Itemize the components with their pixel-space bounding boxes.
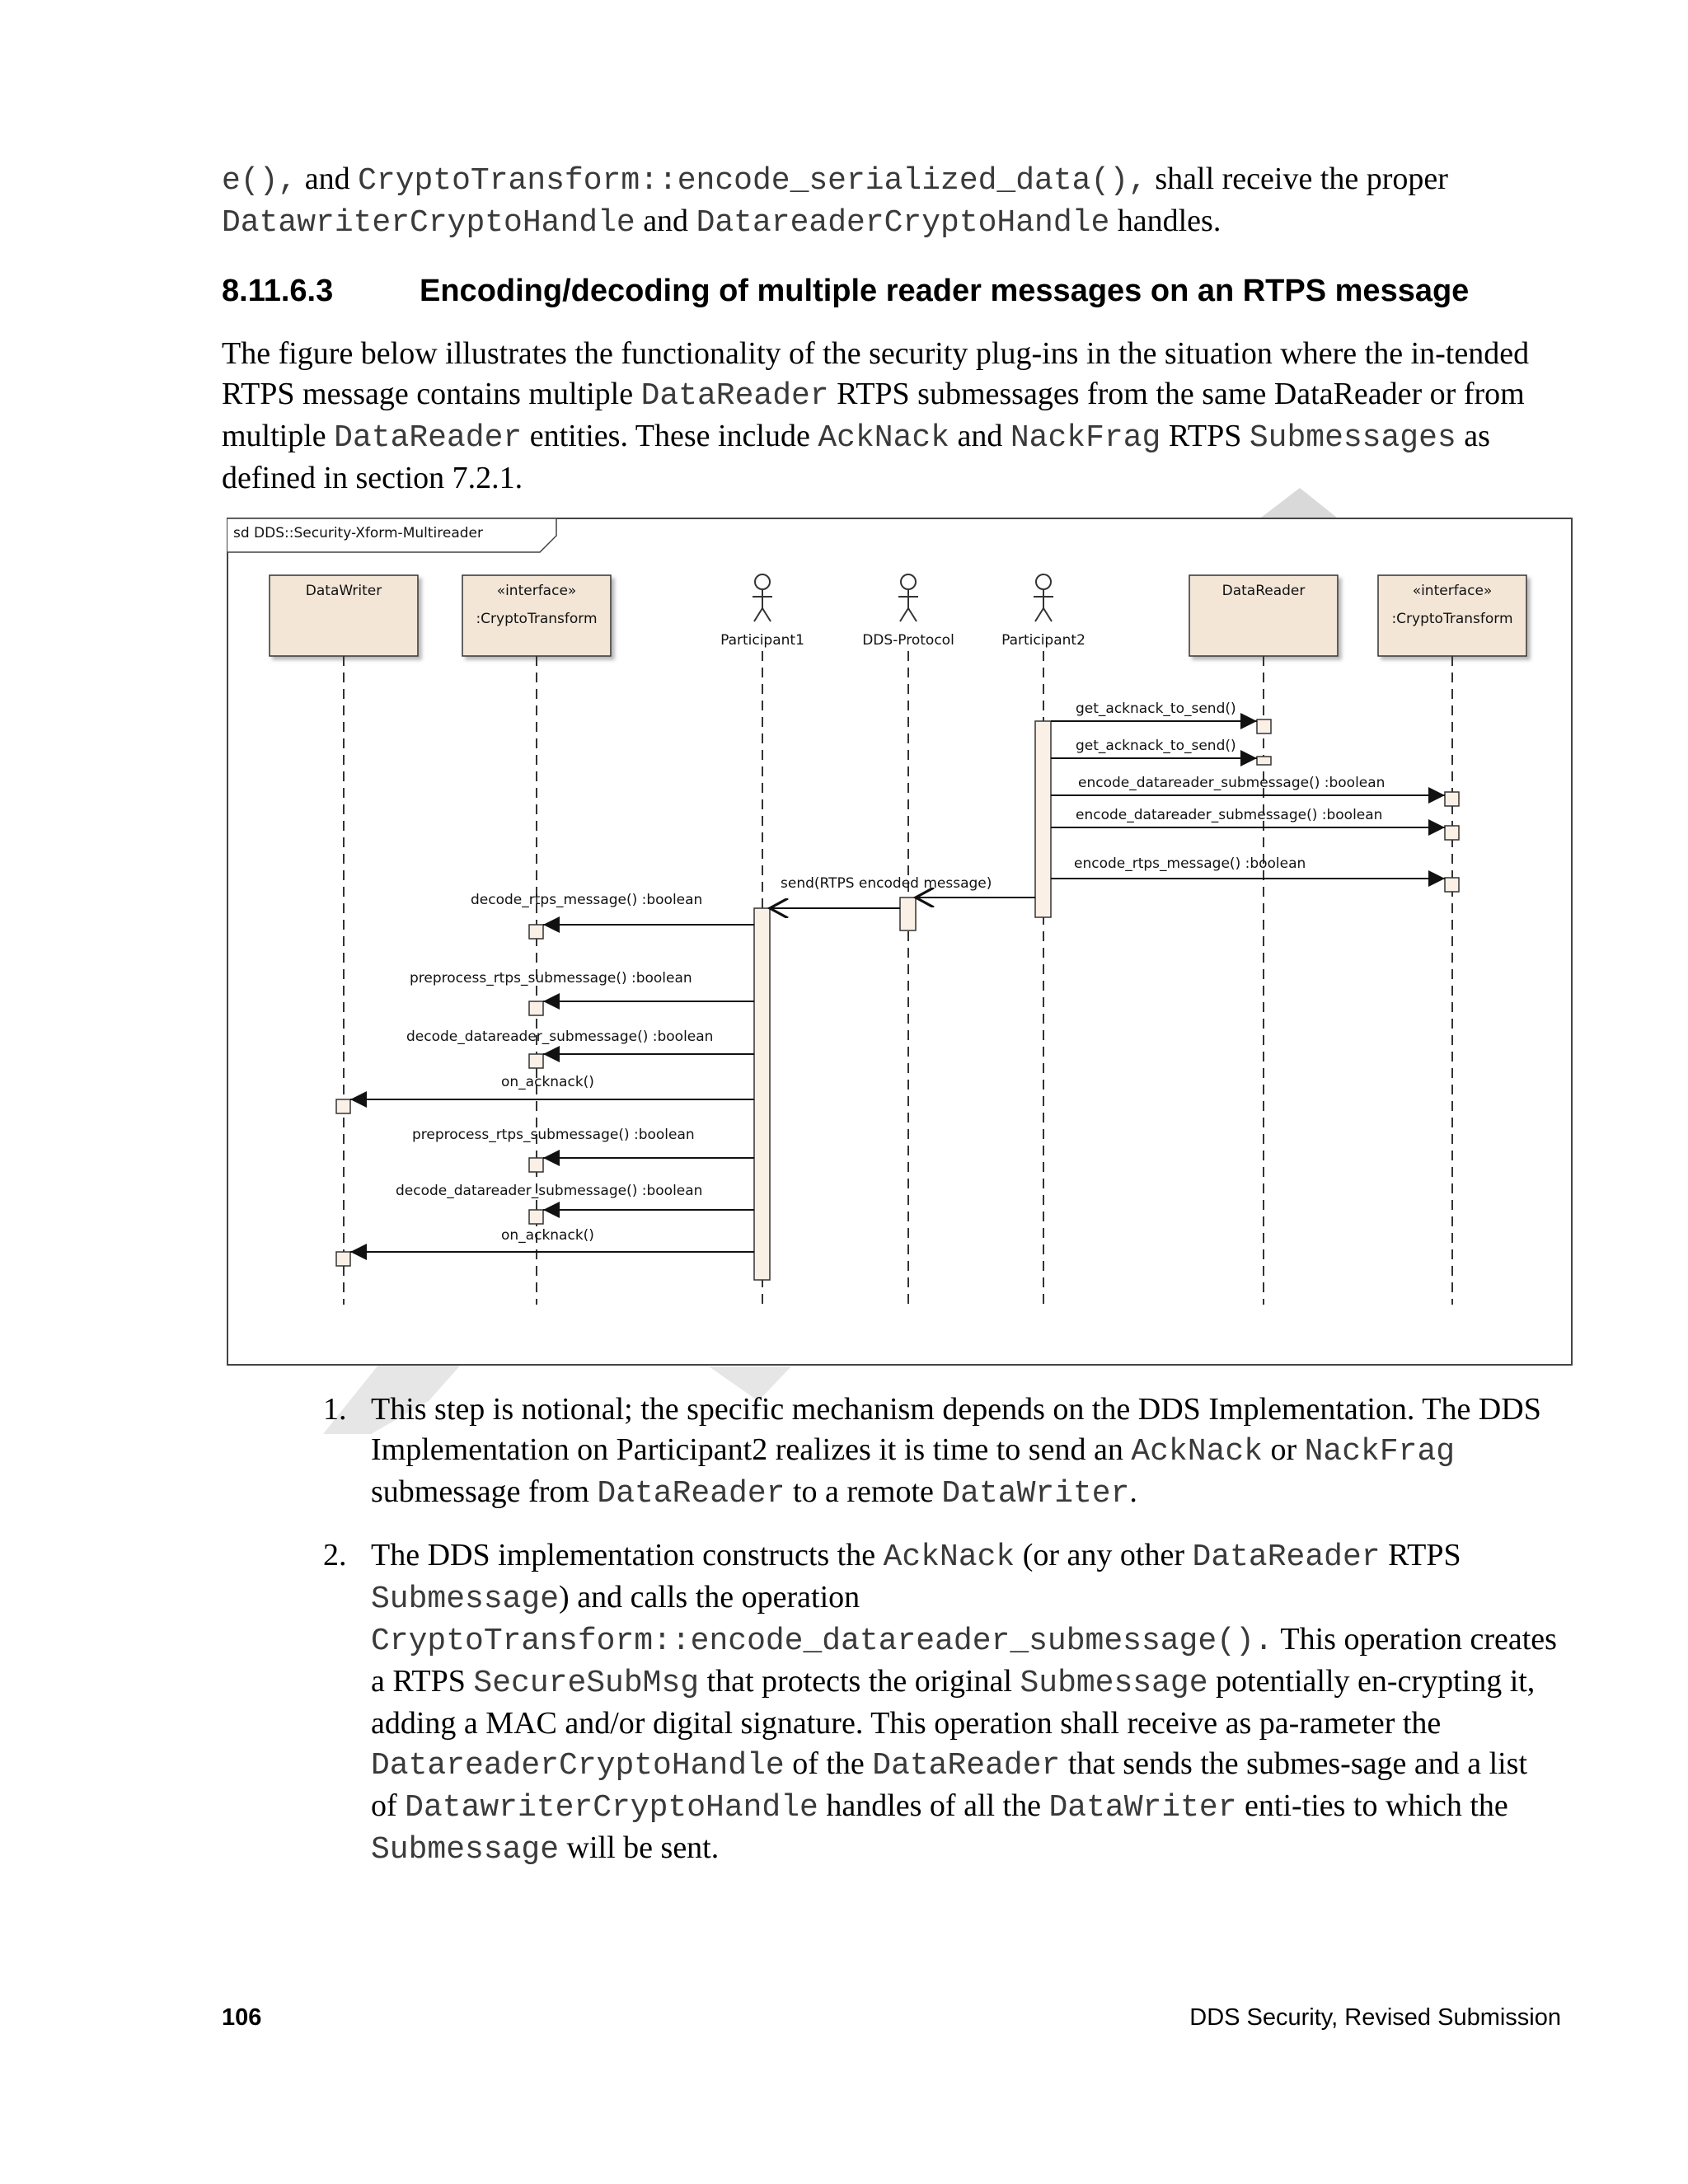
activation-participant1	[753, 907, 771, 1281]
message-preprocess-rtps-submessage-1: preprocess_rtps_submessage() :boolean	[410, 970, 754, 1010]
svg-text:send(RTPS encoded message): send(RTPS encoded message)	[781, 875, 992, 892]
svg-text:encode_datareader_submessage(): encode_datareader_submessage() :boolean	[1076, 807, 1382, 823]
activation-crypto-right-1	[1444, 791, 1460, 807]
message-encode-rtps-message: encode_rtps_message() :boolean	[1051, 855, 1445, 887]
activation-crypto-right-2	[1444, 825, 1460, 841]
svg-text:Participant1: Participant1	[720, 632, 804, 649]
message-send-rtps: send(RTPS encoded message)	[770, 875, 1035, 908]
activation-crypto-left-4	[528, 1157, 544, 1173]
section-title: Encoding/decoding of multiple reader mes…	[420, 274, 1470, 308]
svg-text:«interface»: «interface»	[1413, 583, 1493, 599]
numbered-steps: 1. This step is notional; the specific m…	[323, 1390, 1559, 1891]
svg-text::CryptoTransform: :CryptoTransform	[1391, 611, 1512, 627]
step-number: 2.	[323, 1538, 347, 1572]
activation-datawriter-2	[335, 1251, 351, 1267]
svg-text:DataWriter: DataWriter	[306, 583, 382, 599]
actor-icon	[753, 574, 772, 622]
activation-crypto-left-1	[528, 924, 544, 940]
activation-crypto-right-3	[1444, 877, 1460, 893]
svg-text:on_acknack(): on_acknack()	[501, 1227, 594, 1244]
svg-text:get_acknack_to_send(): get_acknack_to_send()	[1076, 738, 1236, 754]
message-decode-rtps-message: decode_rtps_message() :boolean	[471, 892, 754, 933]
activation-datareader-2	[1256, 756, 1272, 766]
svg-text:«interface»: «interface»	[497, 583, 577, 599]
activation-dds-protocol	[899, 897, 917, 931]
step-1: 1. This step is notional; the specific m…	[323, 1390, 1559, 1514]
svg-text:DDS-Protocol: DDS-Protocol	[862, 632, 954, 649]
step-2: 2. The DDS implementation constructs the…	[323, 1535, 1559, 1870]
message-on-acknack-2: on_acknack()	[350, 1227, 754, 1260]
activation-crypto-left-5	[528, 1209, 544, 1225]
message-decode-datareader-submessage-1: decode_datareader_submessage() :boolean	[406, 1029, 754, 1062]
svg-text:get_acknack_to_send(): get_acknack_to_send()	[1076, 701, 1236, 717]
svg-text:Participant2: Participant2	[1001, 632, 1085, 649]
svg-text:decode_rtps_message() :boolean: decode_rtps_message() :boolean	[471, 892, 702, 908]
lifeline-crypto-transform-right: «interface» :CryptoTransform	[1377, 574, 1527, 1305]
svg-text:preprocess_rtps_submessage() :: preprocess_rtps_submessage() :boolean	[412, 1127, 695, 1143]
actor-icon	[898, 574, 918, 622]
frame-title: sd DDS::Security-Xform-Multireader	[233, 525, 483, 541]
message-get-acknack-1: get_acknack_to_send()	[1051, 701, 1257, 729]
svg-text:DataReader: DataReader	[1222, 583, 1306, 599]
sequence-diagram: sd DDS::Security-Xform-Multireader DataW…	[227, 518, 1573, 1366]
step-number: 1.	[323, 1392, 347, 1427]
section-heading: 8.11.6.3 Encoding/decoding of multiple re…	[222, 270, 1561, 312]
actor-participant2: Participant2	[1001, 574, 1085, 1305]
actor-icon	[1034, 574, 1053, 622]
message-encode-datareader-submessage-1: encode_datareader_submessage() :boolean	[1051, 775, 1445, 804]
lifeline-crypto-transform-left: «interface» :CryptoTransform	[462, 574, 612, 1305]
intro-paragraph: e(), and CryptoTransform::encode_seriali…	[222, 162, 1448, 241]
activation-participant2	[1034, 720, 1052, 918]
body-paragraph: The figure below illustrates the functio…	[222, 336, 1530, 495]
frame-title-tab	[227, 518, 557, 553]
activation-datawriter-1	[335, 1099, 351, 1114]
message-get-acknack-2: get_acknack_to_send()	[1051, 738, 1257, 766]
svg-text:decode_datareader_submessage(): decode_datareader_submessage() :boolean	[406, 1029, 713, 1045]
svg-text:preprocess_rtps_submessage() :: preprocess_rtps_submessage() :boolean	[410, 970, 692, 987]
section-number: 8.11.6.3	[222, 274, 334, 308]
activation-crypto-left-3	[528, 1053, 544, 1069]
svg-text:encode_datareader_submessage(): encode_datareader_submessage() :boolean	[1078, 775, 1385, 791]
message-encode-datareader-submessage-2: encode_datareader_submessage() :boolean	[1051, 807, 1445, 836]
svg-text:encode_rtps_message() :boolean: encode_rtps_message() :boolean	[1074, 855, 1306, 872]
document-title: DDS Security, Revised Submission	[1189, 2004, 1561, 2031]
activation-datareader-1	[1256, 719, 1272, 734]
actor-dds-protocol: DDS-Protocol	[862, 574, 954, 1305]
svg-text:on_acknack(): on_acknack()	[501, 1074, 594, 1090]
page-number: 106	[222, 2004, 262, 2031]
message-on-acknack-1: on_acknack()	[350, 1074, 754, 1108]
activation-crypto-left-2	[528, 1001, 544, 1016]
message-preprocess-rtps-submessage-2: preprocess_rtps_submessage() :boolean	[412, 1127, 754, 1166]
lifeline-datawriter: DataWriter	[269, 574, 419, 1305]
diagram-frame	[227, 518, 1573, 1366]
message-decode-datareader-submessage-2: decode_datareader_submessage() :boolean	[396, 1183, 754, 1218]
svg-text::CryptoTransform: :CryptoTransform	[476, 611, 597, 627]
svg-text:decode_datareader_submessage(): decode_datareader_submessage() :boolean	[396, 1183, 702, 1199]
